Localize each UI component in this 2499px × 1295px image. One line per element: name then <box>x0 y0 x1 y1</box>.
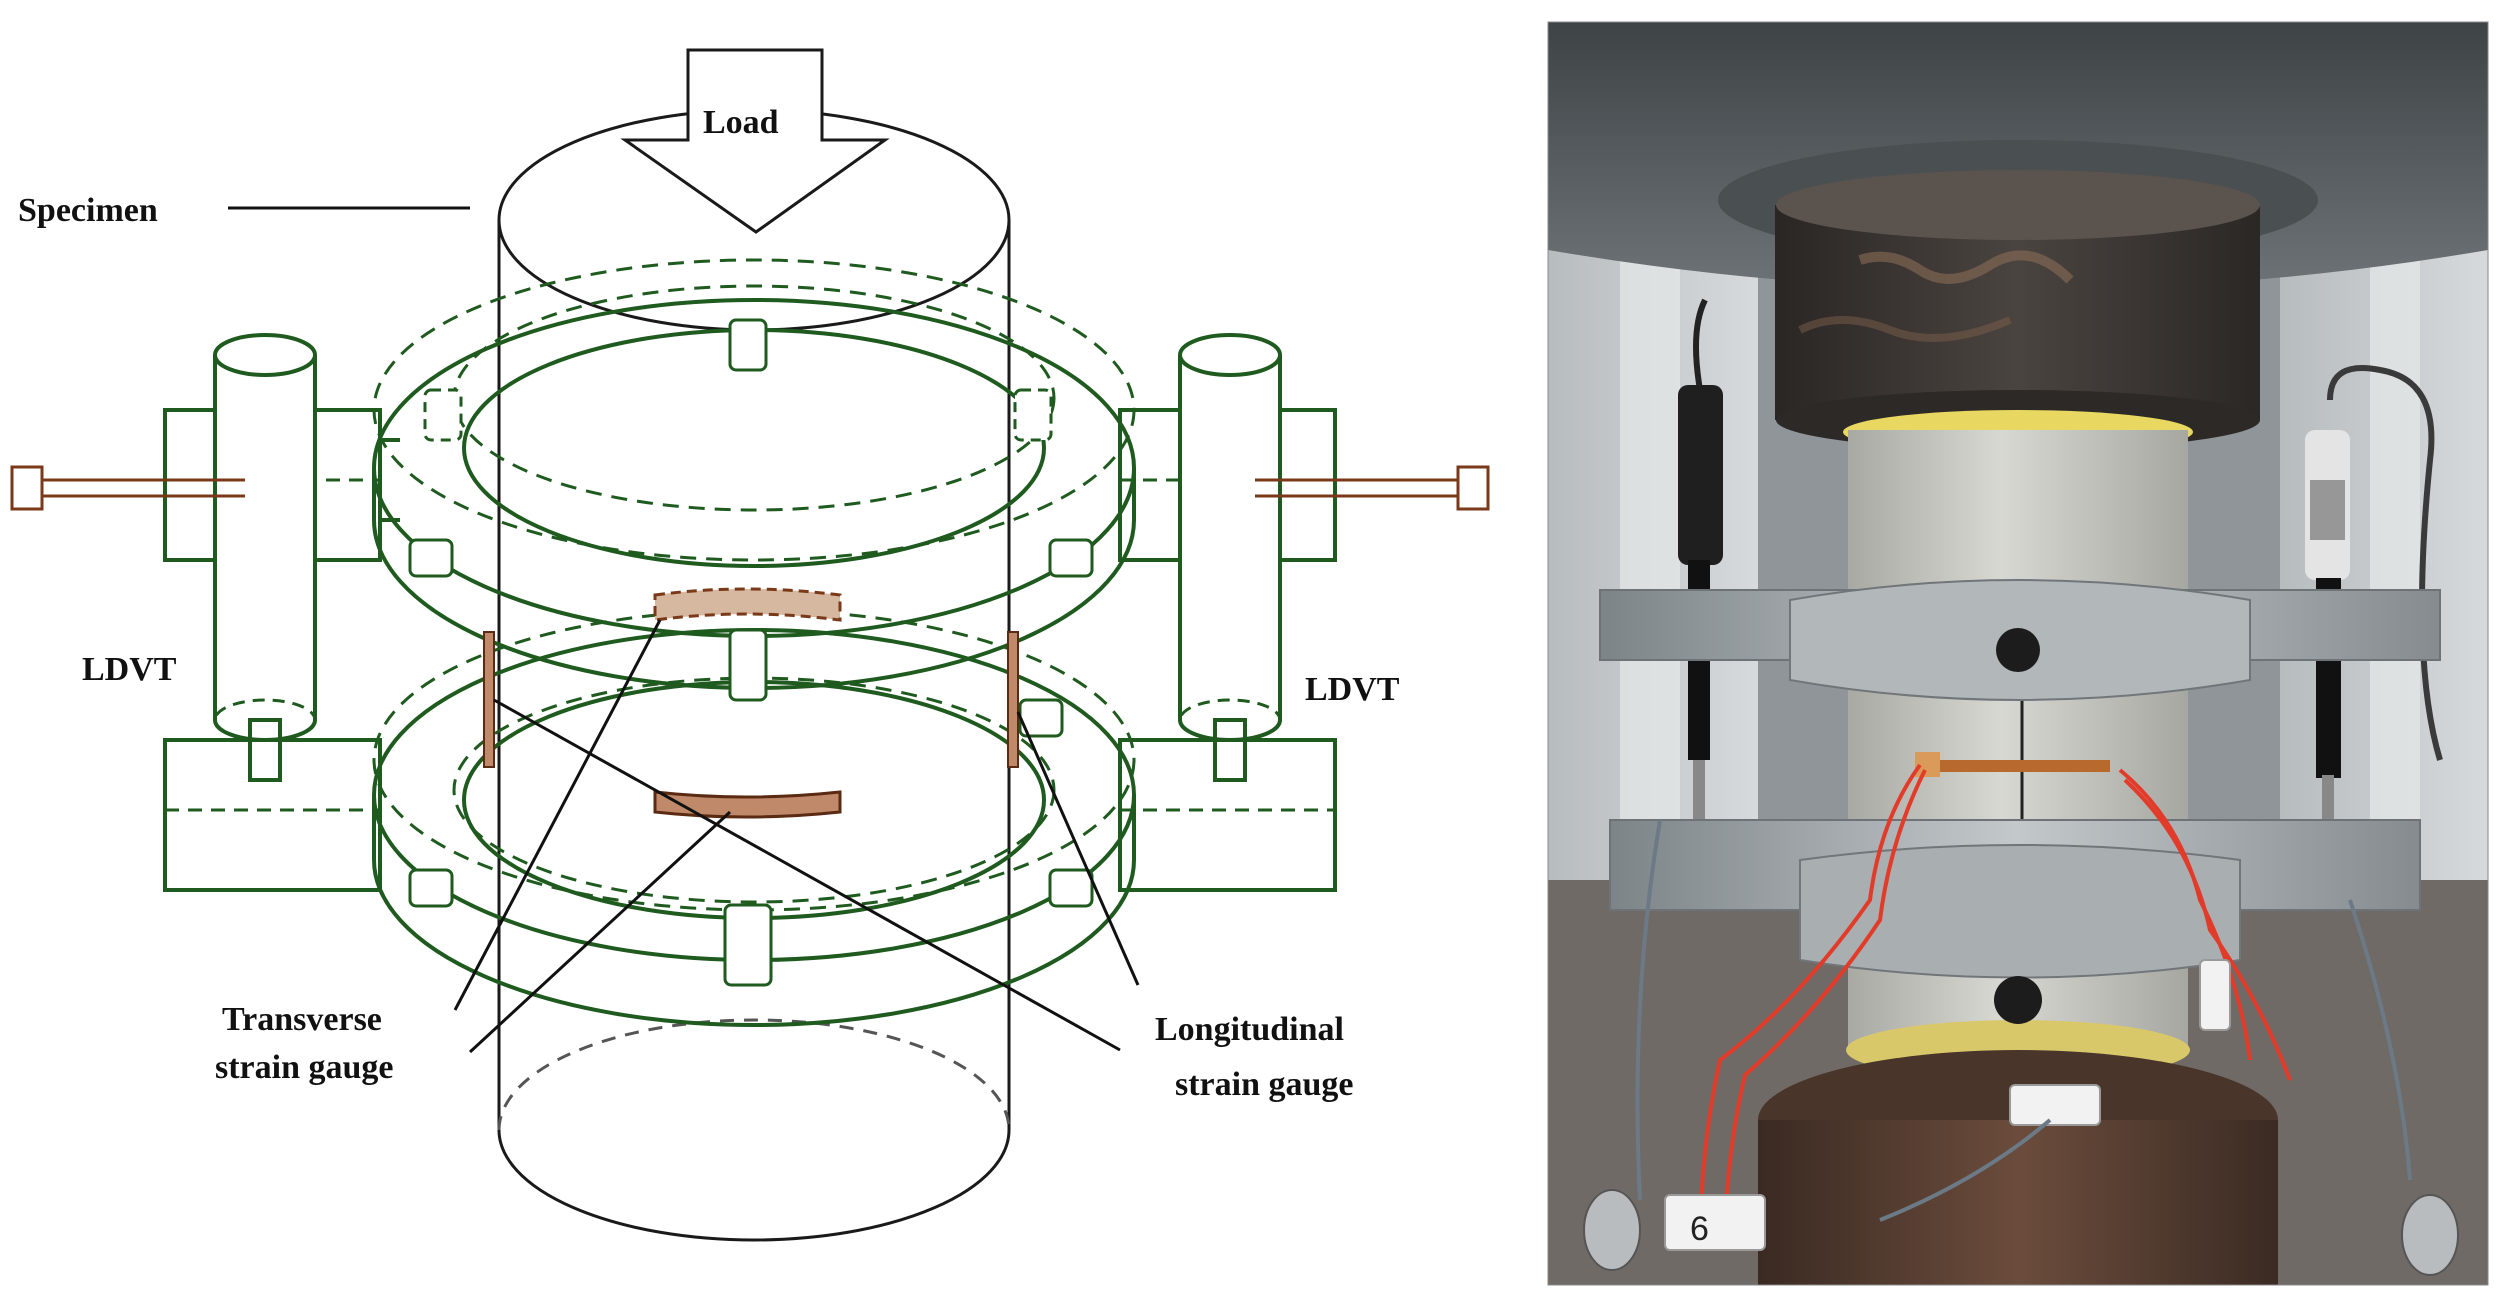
schematic-diagram: Load Specimen LDVT LDVT Transverse strai… <box>10 48 1490 1242</box>
leader-lines <box>228 206 1140 1054</box>
ldvt-left-label: LDVT <box>82 651 177 688</box>
lower-right-bracket <box>1118 738 1337 892</box>
transverse-strain-gauge-back <box>653 587 842 622</box>
lower-clamp-photo <box>1609 819 2421 1024</box>
red-wires <box>1698 763 2292 1251</box>
upper-clamp-photo <box>1599 579 2441 701</box>
load-label: Load <box>703 104 779 141</box>
ldvt-right-label: LDVT <box>1305 671 1400 708</box>
longitudinal-strain-gauge-right <box>1007 631 1019 768</box>
ldvt-right-sensor <box>1178 333 1282 782</box>
ldvt-left-sensor <box>213 333 317 782</box>
longitudinal-strain-gauge-left <box>483 631 495 768</box>
transverse-label-line1: Transverse <box>222 1001 382 1038</box>
clamp-pins <box>408 318 1094 987</box>
transverse-label-line2: strain gauge <box>215 1049 394 1086</box>
threaded-rod-left <box>10 465 245 511</box>
wire-connectors <box>1664 959 2231 1251</box>
tag-number: 6 <box>1690 1210 1709 1248</box>
threaded-rod-right <box>1255 465 1490 511</box>
lower-left-bracket <box>163 738 382 892</box>
specimen-label: Specimen <box>18 192 158 229</box>
cable-plugs <box>1583 1189 2459 1276</box>
strain-gauge-photo <box>1930 760 2110 772</box>
loading-cap <box>1775 205 2260 420</box>
load-arrow <box>620 48 890 234</box>
test-setup-photo: 6 <box>1547 21 2489 1286</box>
gray-cables <box>1635 819 2412 1222</box>
longitudinal-label-line2: strain gauge <box>1175 1066 1354 1103</box>
longitudinal-label-line1: Longitudinal <box>1155 1011 1344 1048</box>
